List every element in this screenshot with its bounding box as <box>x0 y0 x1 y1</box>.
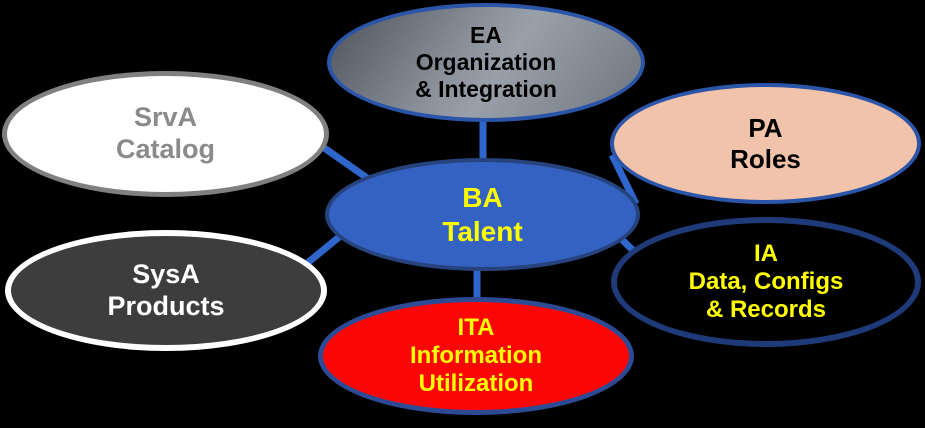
node-ita-information-utilization: ITA Information Utilization <box>318 297 634 415</box>
node-srva-label: SrvA Catalog <box>115 102 215 164</box>
node-ea-label: EA Organization & Integration <box>415 21 557 103</box>
node-sysa-products: SysA Products <box>5 230 327 351</box>
node-ba-label: BA Talent <box>442 182 523 247</box>
node-ba-talent-center: BA Talent <box>325 158 640 271</box>
node-srva-catalog: SrvA Catalog <box>2 71 329 197</box>
node-ia-label: IA Data, Configs & Records <box>688 239 844 324</box>
node-ia-data-configs-records: IA Data, Configs & Records <box>611 217 921 347</box>
node-pa-roles: PA Roles <box>610 83 921 204</box>
node-ea-organization-integration: EA Organization & Integration <box>327 3 645 122</box>
node-ita-label: ITA Information Utilization <box>410 313 542 398</box>
node-pa-label: PA Roles <box>730 112 801 174</box>
node-sysa-label: SysA Products <box>107 258 225 321</box>
